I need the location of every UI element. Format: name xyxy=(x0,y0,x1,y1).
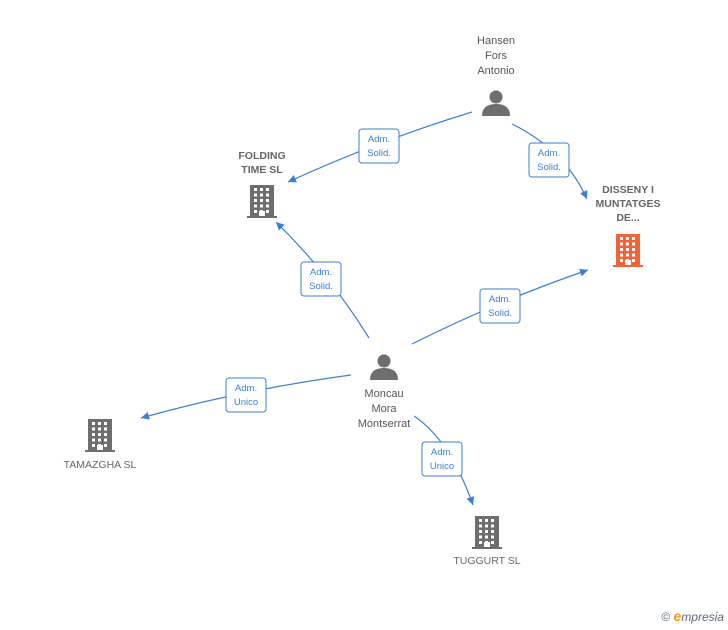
edge-label-text: Adm. xyxy=(489,294,511,305)
edge-role-label[interactable]: Adm. Unico xyxy=(421,441,463,477)
edge-role-label[interactable]: Adm. Solid. xyxy=(358,128,400,164)
node-label: Hansen xyxy=(477,35,515,47)
edge-label-box xyxy=(528,142,570,178)
person-icon xyxy=(370,354,398,380)
edge-label-box xyxy=(300,261,342,297)
node-label: DE... xyxy=(616,212,639,224)
edge-label-text: Solid. xyxy=(537,162,561,173)
building-icon xyxy=(85,419,115,452)
edge-role-label[interactable]: Adm. Unico xyxy=(225,377,267,413)
node-label: FOLDING xyxy=(238,150,285,162)
edge-label-box xyxy=(421,441,463,477)
edge-label-box xyxy=(225,377,267,413)
edge-hansen-folding: Adm. Solid. xyxy=(287,111,473,183)
node-label: TAMAZGHA SL xyxy=(64,459,137,471)
edge-label-text: Solid. xyxy=(488,308,512,319)
edge-role-label[interactable]: Adm. Solid. xyxy=(300,261,342,297)
building-icon xyxy=(472,516,502,549)
node-folding[interactable]: FOLDING TIME SL xyxy=(238,150,286,218)
edge-moncau-disseny: Adm. Solid. xyxy=(411,268,589,345)
node-label: TUGGURT SL xyxy=(453,555,520,567)
node-label: Antonio xyxy=(477,65,514,77)
edge-arrowhead xyxy=(276,222,285,231)
edge-moncau-tuggurt: Adm. Unico xyxy=(413,415,475,506)
edge-label-text: Adm. xyxy=(368,134,390,145)
edge-arrowhead xyxy=(141,411,150,420)
edge-label-box xyxy=(479,288,521,324)
edge-arrowhead xyxy=(466,496,475,505)
brand-logo-initial: e xyxy=(673,608,682,624)
edge-label-text: Unico xyxy=(430,461,454,472)
node-disseny[interactable]: DISSENY I MUNTATGES DE... xyxy=(596,184,661,267)
edge-hansen-disseny: Adm. Solid. xyxy=(511,123,588,200)
edge-label-text: Adm. xyxy=(538,148,560,159)
node-label: TIME SL xyxy=(241,164,283,176)
edge-role-label[interactable]: Adm. Solid. xyxy=(528,142,570,178)
empresia-watermark: © empresia xyxy=(661,608,724,624)
edge-label-text: Adm. xyxy=(235,383,257,394)
edge-label-box xyxy=(358,128,400,164)
edge-label-text: Solid. xyxy=(367,148,391,159)
node-label: Mora xyxy=(371,403,397,415)
brand-logo-text: mpresia xyxy=(681,610,724,624)
edge-role-label[interactable]: Adm. Solid. xyxy=(479,288,521,324)
edge-moncau-folding: Adm. Solid. xyxy=(275,221,370,339)
edge-moncau-tamazgha: Adm. Unico xyxy=(140,374,352,420)
node-label: MUNTATGES xyxy=(596,198,661,210)
edge-label-text: Solid. xyxy=(309,281,333,292)
node-tamazgha[interactable]: TAMAZGHA SL xyxy=(64,419,137,471)
edge-arrowhead xyxy=(580,190,588,199)
edge-label-text: Adm. xyxy=(431,447,453,458)
edge-label-text: Unico xyxy=(234,397,258,408)
building-icon xyxy=(613,234,643,267)
node-label: Fors xyxy=(485,50,508,62)
node-label: Moncau xyxy=(364,388,403,400)
node-tuggurt[interactable]: TUGGURT SL xyxy=(453,516,521,567)
node-label: DISSENY I xyxy=(602,184,654,196)
edge-arrowhead xyxy=(288,175,297,183)
edge-arrowhead xyxy=(579,268,588,277)
edges-layer: Adm. Solid. Adm. Solid. Adm. Solid. Adm. Solid.… xyxy=(140,111,589,506)
edge-label-text: Adm. xyxy=(310,267,332,278)
copyright-symbol: © xyxy=(661,610,671,624)
person-icon xyxy=(482,90,510,116)
node-label: Montserrat xyxy=(358,418,411,430)
building-icon xyxy=(247,185,277,218)
